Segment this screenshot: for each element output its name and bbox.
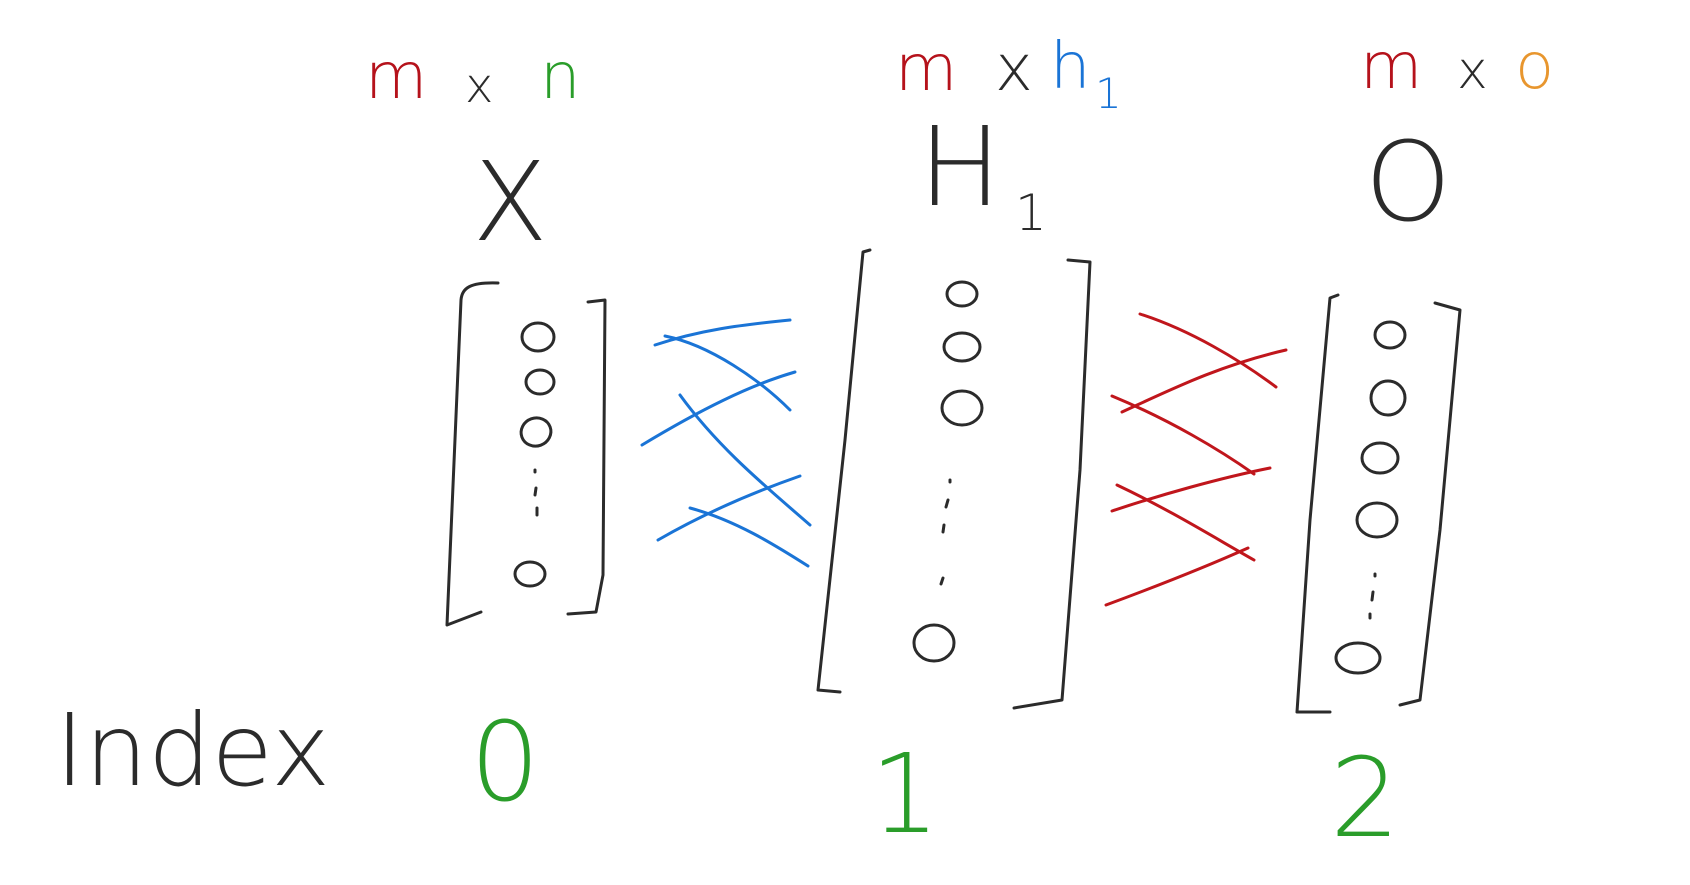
output-ellipsis-dots — [1368, 572, 1377, 620]
input-neuron — [513, 560, 547, 588]
output-rows-symbol: m — [1360, 30, 1422, 104]
hidden-layer-index: 1 — [870, 730, 940, 858]
weight-connection — [1110, 394, 1256, 476]
weight-connection — [663, 334, 792, 412]
weight-connection — [1110, 466, 1272, 513]
hidden-layer — [816, 248, 1092, 710]
input-to-hidden-weights — [640, 318, 812, 568]
output-layer — [1295, 293, 1462, 714]
hidden-neuron — [912, 623, 956, 663]
weight-connection — [678, 393, 812, 527]
input-right-bracket — [566, 298, 607, 616]
input-ellipsis-dots — [533, 468, 539, 517]
weight-connection — [688, 506, 810, 568]
index-row-label: Index — [55, 692, 330, 809]
input-neuron — [520, 321, 556, 353]
hidden-neuron — [942, 331, 982, 363]
input-dims-label: m x n — [365, 40, 581, 114]
input-cols-symbol: n — [540, 40, 581, 114]
hidden-matrix-subscript: 1 — [1015, 184, 1047, 242]
hidden-cols-subscript: 1 — [1095, 69, 1122, 118]
hidden-times-symbol: x — [995, 32, 1033, 106]
output-neuron — [1360, 441, 1400, 475]
weight-connection — [656, 474, 802, 542]
hidden-dims-label: m x h 1 — [895, 30, 1122, 118]
input-layer — [445, 281, 607, 627]
hidden-to-output-weights — [1104, 312, 1288, 607]
input-neuron — [519, 416, 553, 448]
weight-connection — [1115, 483, 1256, 562]
hidden-right-bracket — [1012, 258, 1092, 710]
hidden-left-bracket — [816, 248, 872, 694]
hidden-neuron — [945, 280, 979, 308]
output-right-bracket — [1398, 301, 1462, 707]
output-neuron — [1334, 641, 1382, 675]
hidden-neuron — [940, 389, 984, 427]
hidden-rows-symbol: m — [895, 32, 957, 106]
input-matrix-symbol: X — [472, 138, 547, 266]
weight-connection — [1104, 546, 1250, 607]
weight-connection — [1120, 348, 1288, 414]
weight-connection — [653, 318, 792, 347]
output-left-bracket — [1295, 293, 1340, 714]
input-layer-index: 0 — [470, 698, 540, 826]
output-times-symbol: x — [1457, 41, 1488, 101]
output-neuron — [1355, 501, 1399, 539]
output-matrix-symbol: O — [1365, 118, 1452, 246]
hidden-ellipsis-dots — [939, 478, 952, 586]
hidden-matrix-symbol: H — [919, 103, 1002, 231]
input-left-bracket — [445, 281, 500, 627]
hidden-cols-symbol: h — [1050, 30, 1091, 104]
output-neuron — [1373, 320, 1407, 350]
weight-connection — [1138, 312, 1278, 389]
input-neuron — [524, 368, 556, 396]
output-layer-index: 2 — [1330, 734, 1400, 862]
weight-connection — [640, 370, 797, 447]
output-dims-label: m x o — [1360, 30, 1554, 104]
output-cols-symbol: o — [1515, 30, 1554, 104]
input-rows-symbol: m — [365, 40, 427, 114]
output-neuron — [1369, 379, 1407, 417]
input-times-symbol: x — [465, 58, 493, 114]
